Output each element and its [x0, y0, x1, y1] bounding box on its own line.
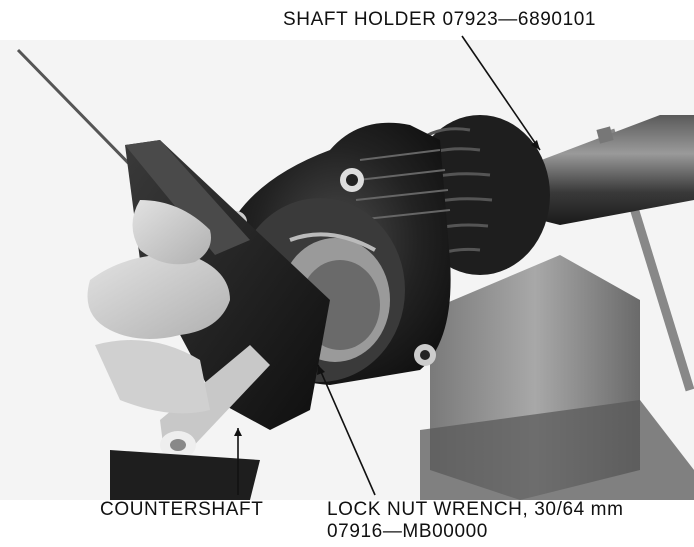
lock-nut-wrench-part-number: 07916—MB00000 [327, 521, 488, 542]
leader-shaft-holder [461, 35, 541, 151]
shaft-holder-tool [515, 115, 694, 225]
lock-nut-wrench-label: LOCK NUT WRENCH, 30/64 mm [327, 499, 624, 520]
countershaft [160, 345, 270, 460]
countershaft-label: COUNTERSHAFT [100, 499, 264, 520]
rod-top-left [16, 48, 142, 177]
leader-lock-nut-wrench [317, 364, 376, 496]
hand [87, 254, 230, 339]
shaft-holder-label: SHAFT HOLDER 07923—6890101 [283, 9, 597, 30]
